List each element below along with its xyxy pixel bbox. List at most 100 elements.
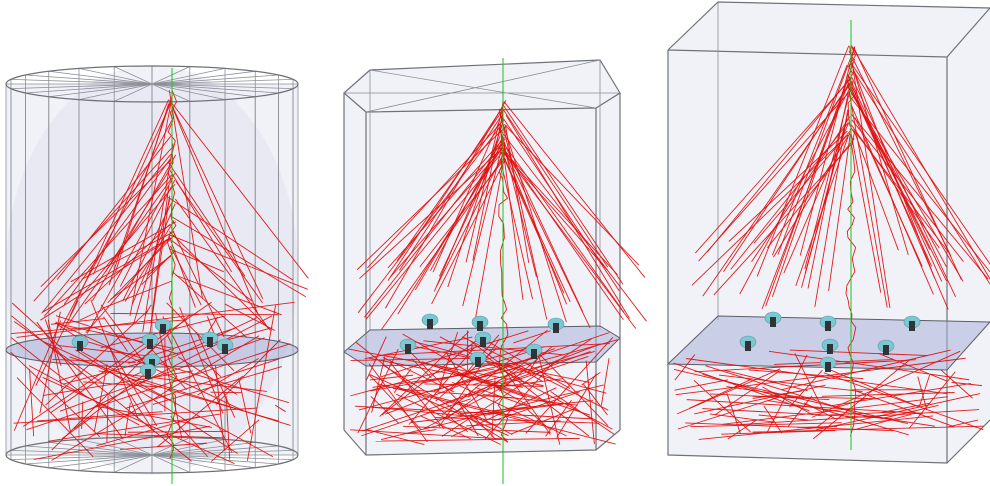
sensor	[474, 331, 492, 347]
ray-segment	[581, 372, 601, 386]
ray-segment	[525, 336, 614, 434]
ray-segment	[168, 90, 203, 299]
ray-segment	[851, 76, 956, 297]
ray-segment	[210, 419, 260, 462]
ray-segment	[168, 235, 196, 308]
ray-segment	[674, 354, 696, 381]
ray-segment	[421, 361, 551, 405]
ray-segment	[169, 99, 309, 279]
ray-segment	[848, 95, 990, 273]
ray-segment	[503, 149, 591, 329]
cylinder-bottom-spoke	[48, 441, 153, 456]
sensor	[201, 331, 219, 347]
ray-segment	[804, 110, 850, 274]
ray-segment	[917, 376, 928, 411]
cylinder-bottom-spoke	[151, 441, 256, 456]
ray-segment	[498, 146, 637, 329]
ray-segment	[166, 302, 235, 372]
ray-segment	[274, 404, 286, 413]
ray-segment	[10, 337, 88, 398]
cylinder-top-spoke	[151, 83, 226, 100]
ray-segment	[832, 397, 868, 409]
box-front-edges	[667, 50, 948, 464]
ray-segment	[16, 377, 94, 458]
ray-segment	[498, 147, 565, 294]
sensor	[547, 317, 565, 333]
ray-segment	[457, 400, 479, 437]
ray-segment	[124, 402, 131, 436]
ray-segment	[162, 316, 233, 453]
ray-segment	[364, 138, 506, 318]
ray-segment	[853, 413, 912, 431]
sensor	[877, 339, 895, 355]
ray-segment	[709, 413, 774, 423]
ray-segment	[42, 370, 193, 396]
ray-segment	[851, 119, 964, 262]
ray-segment	[880, 404, 939, 420]
ray-segment	[856, 390, 955, 428]
ray-segment	[59, 337, 265, 412]
cylinder-bottom-spoke	[78, 454, 153, 471]
ray-segment	[85, 238, 169, 334]
ray-segment	[40, 237, 172, 321]
ray-segment	[878, 353, 948, 382]
cylinder-top-spoke	[78, 68, 153, 85]
ray-segment	[505, 115, 630, 319]
ray-segment	[215, 365, 225, 450]
sensor	[216, 338, 234, 354]
ray-segment	[721, 430, 836, 435]
ray-segment	[787, 395, 813, 427]
sensor	[154, 318, 172, 334]
ray-segment	[61, 415, 94, 439]
cylinder-bottom-spoke	[151, 449, 294, 456]
sensor	[71, 335, 89, 351]
ray-segment	[502, 142, 625, 313]
ray-segment	[41, 153, 172, 314]
ray-segment	[129, 96, 173, 317]
ray-segment	[167, 161, 246, 277]
ray-segment	[137, 314, 190, 364]
ray-segment	[849, 61, 990, 265]
ray-segment	[57, 345, 150, 357]
cylinder-bottom-spoke	[151, 454, 294, 461]
ray-segment	[368, 363, 428, 443]
ray-segment	[51, 335, 260, 461]
ray-segment	[175, 274, 282, 316]
ray-segment	[435, 344, 599, 408]
ray-segment	[174, 198, 269, 329]
ray-segment	[55, 315, 179, 355]
ray-segment	[511, 408, 575, 435]
ray-segment	[465, 102, 505, 263]
cylinder-top-spoke	[114, 66, 153, 85]
ray-segment	[940, 369, 973, 399]
sensor	[139, 363, 157, 379]
ray-segment	[424, 383, 544, 387]
ray-segment	[441, 338, 592, 437]
ray-segment	[817, 411, 895, 416]
ray-segment	[94, 433, 224, 439]
ray-segment	[62, 327, 273, 385]
ray-segment	[503, 101, 646, 278]
sensor	[525, 343, 543, 359]
ray-segment	[752, 425, 984, 433]
ray-segment	[673, 362, 810, 412]
ray-segment	[503, 142, 583, 312]
cylinder-top-spoke	[78, 83, 153, 100]
ray-segment	[406, 429, 437, 435]
ray-segment	[501, 107, 609, 268]
ray-segment	[433, 332, 610, 392]
ray-segment	[765, 58, 856, 307]
sensor	[819, 315, 837, 331]
cylinder-top-spoke	[151, 83, 256, 98]
ray-segment	[171, 104, 260, 316]
ray-segment	[726, 392, 741, 434]
ray-segment	[458, 400, 594, 415]
ray-segment	[498, 111, 567, 323]
ray-segment	[128, 393, 155, 432]
cylinder-bottom-spoke	[25, 454, 153, 465]
cylinder-top-spoke	[151, 83, 190, 102]
ray-segment	[705, 365, 870, 418]
ray-segment	[499, 124, 524, 300]
ray-segment	[44, 319, 62, 366]
sensor	[421, 313, 439, 329]
